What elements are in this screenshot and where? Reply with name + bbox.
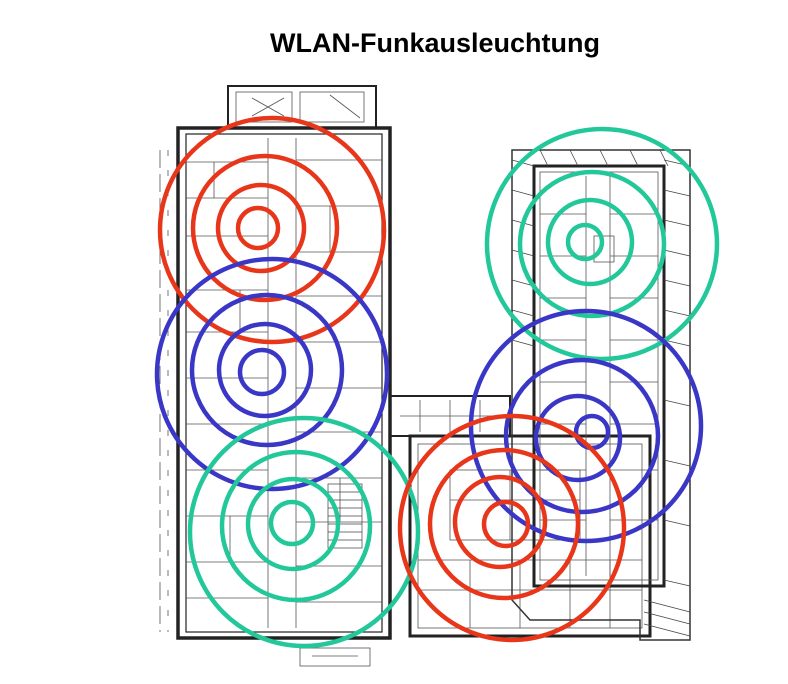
ap-2-coverage: [154, 256, 390, 492]
ap-2-ring: [237, 347, 287, 397]
diagram-title: WLAN-Funkausleuchtung: [270, 28, 600, 58]
ap-4-coverage: [484, 126, 720, 362]
ap-3-ring: [219, 449, 373, 603]
roof-hatching: [511, 149, 691, 587]
ap-6-ring: [427, 447, 581, 601]
ap-6-ring: [452, 474, 548, 570]
ap-5-ring: [573, 413, 611, 451]
ap-1-ring: [157, 115, 387, 345]
ap-2-ring: [154, 256, 390, 492]
ap-4-ring: [545, 197, 635, 287]
ap-4-ring: [517, 169, 667, 319]
left-wing-rooms: [186, 159, 382, 603]
coverage-rings: [154, 115, 720, 649]
ap-1-coverage: [157, 115, 387, 345]
ap-6-ring: [397, 413, 627, 643]
ap-1-ring: [215, 182, 307, 274]
ap-4-ring: [484, 126, 720, 362]
ap-6-coverage: [397, 413, 627, 643]
ap-3-coverage: [187, 415, 421, 649]
left-stair: [327, 483, 363, 549]
ap-5-ring: [503, 357, 661, 515]
ap-5-ring: [533, 393, 623, 483]
ap-4-ring: [565, 222, 605, 262]
left-wing: [159, 85, 392, 667]
ap-3-ring: [268, 499, 316, 547]
ap-1-ring: [190, 153, 340, 303]
ap-1-ring: [235, 205, 281, 251]
ap-6-ring: [481, 499, 531, 549]
ap-3-ring: [245, 476, 341, 572]
ap-2-ring: [216, 321, 314, 419]
ap-3-ring: [187, 415, 421, 649]
ap-2-ring: [189, 292, 345, 448]
